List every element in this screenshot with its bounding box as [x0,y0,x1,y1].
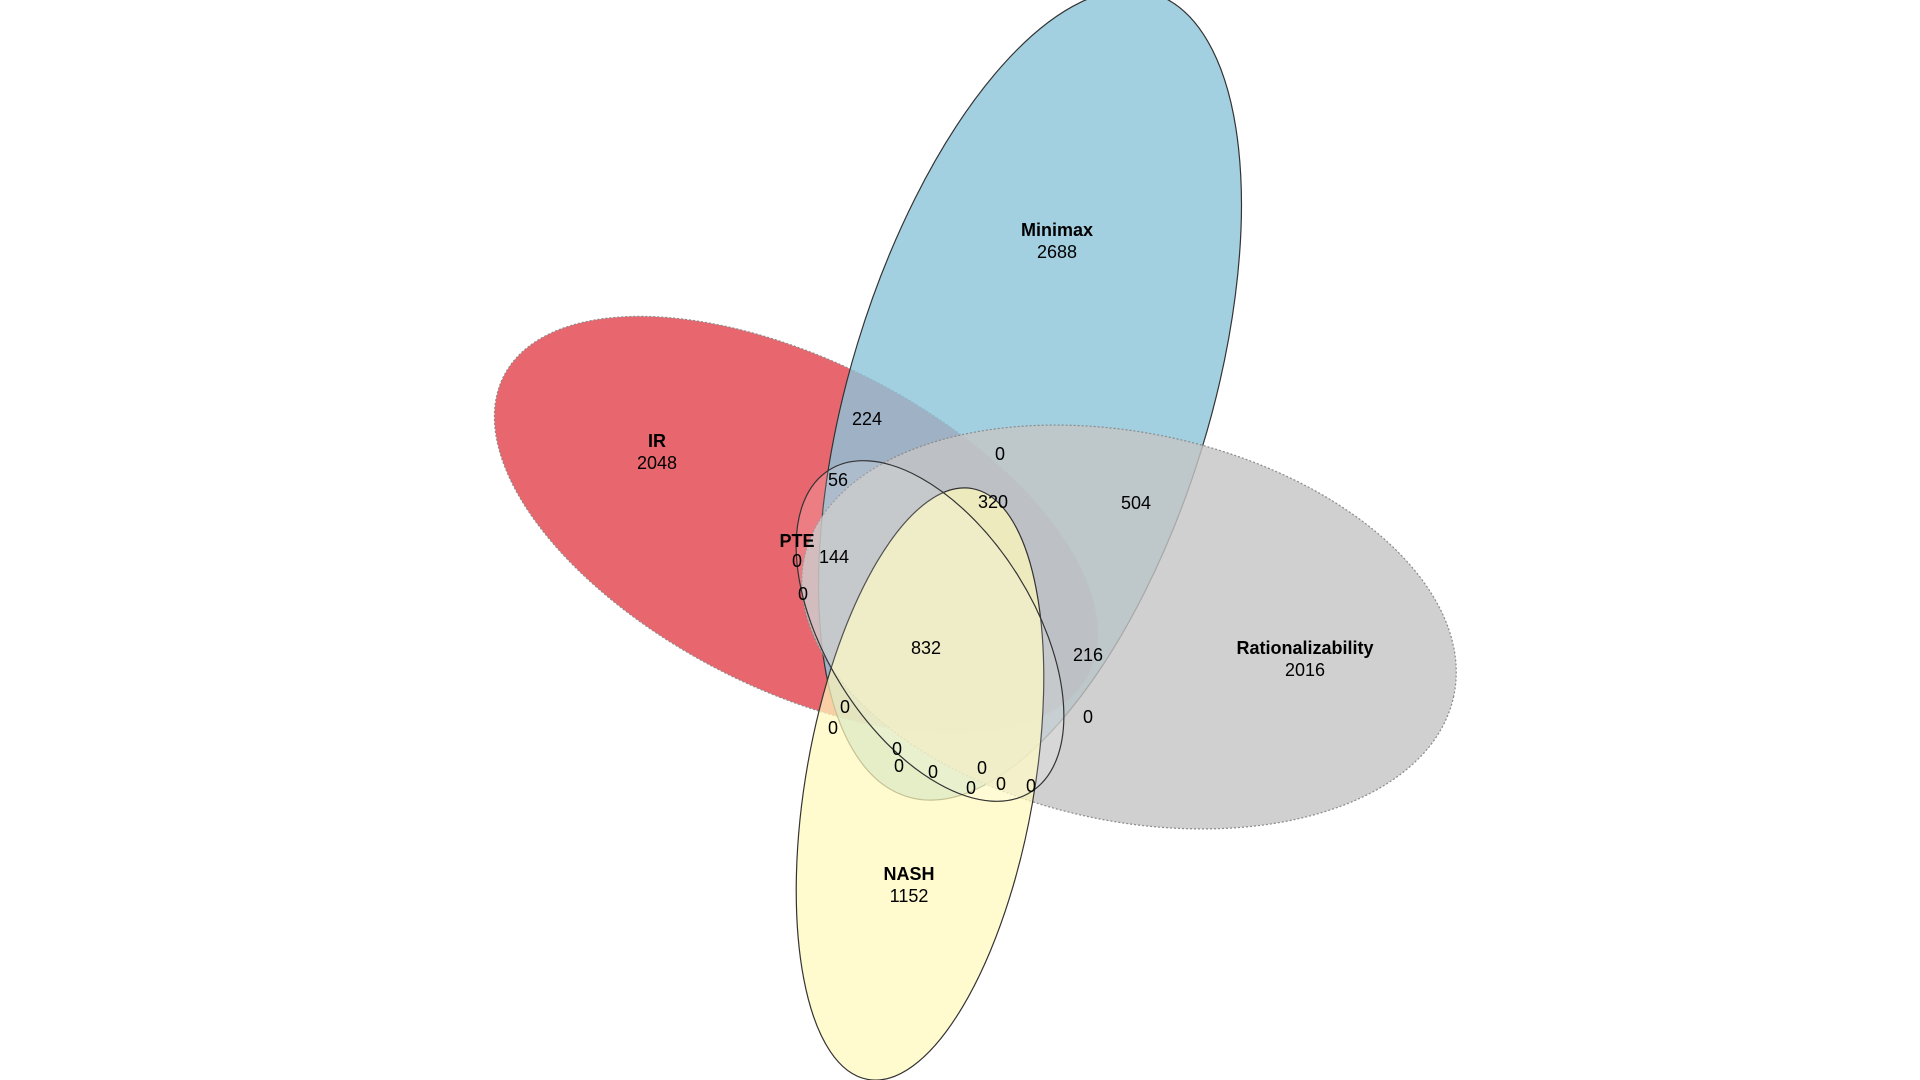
region-count: 320 [978,492,1008,512]
region-count: 0 [892,739,902,759]
region-count: 0 [966,778,976,798]
region-count: 504 [1121,493,1151,513]
nash-name: NASH [883,864,934,884]
region-count: 0 [840,697,850,717]
minimax-name: Minimax [1021,220,1093,240]
pte-set [795,460,1065,802]
region-count: 56 [828,470,848,490]
ir-name: IR [648,431,666,451]
region-count: 0 [792,551,802,571]
ir-count: 2048 [637,453,677,473]
region-count: 224 [852,409,882,429]
set-shapes [493,0,1457,1080]
set-labels: IR 2048 Minimax 2688 Rationalizability 2… [637,220,1374,906]
region-count: 216 [1073,645,1103,665]
region-count: 0 [798,584,808,604]
region-count: 0 [894,756,904,776]
region-count: 0 [1026,776,1036,796]
region-count: 144 [819,547,849,567]
rationalizability-name: Rationalizability [1236,638,1373,658]
region-count: 0 [996,774,1006,794]
region-counts: 224 0 56 320 504 0 144 0 832 216 0 0 0 0… [792,409,1151,798]
region-count: 0 [1083,707,1093,727]
nash-count: 1152 [890,886,929,906]
pte-name: PTE [779,531,814,551]
nash-set [795,487,1045,1080]
rationalizability-count: 2016 [1285,660,1325,680]
region-count: 0 [977,758,987,778]
region-count: 0 [828,718,838,738]
region-count: 832 [911,638,941,658]
minimax-count: 2688 [1037,242,1077,262]
region-count: 0 [995,444,1005,464]
region-count: 0 [928,762,938,782]
